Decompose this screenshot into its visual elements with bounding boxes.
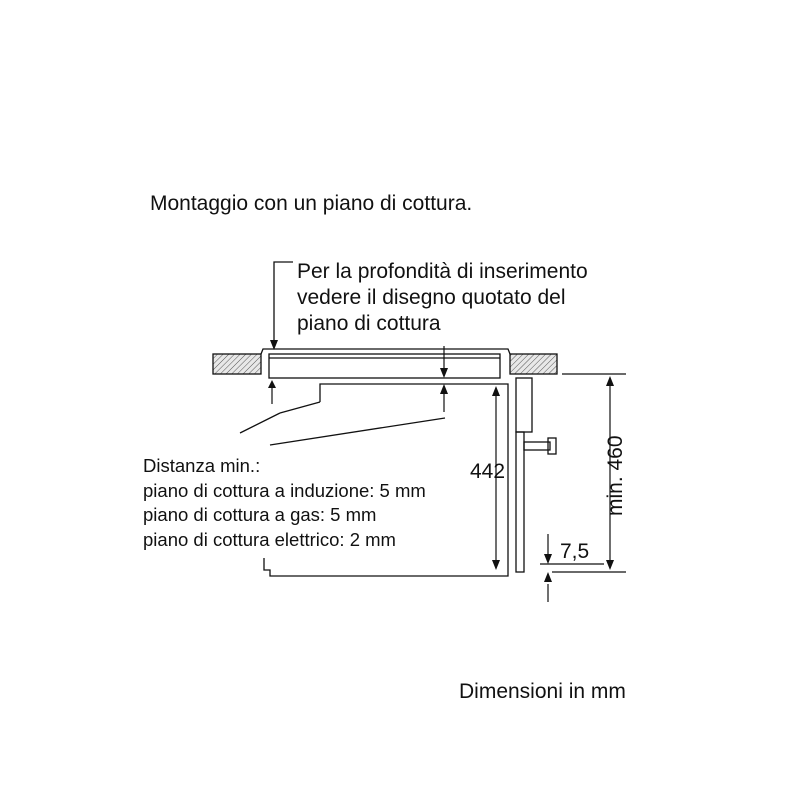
distance-line-gas: piano di cottura a gas: 5 mm — [143, 504, 376, 525]
note-leader-arrowhead — [270, 340, 278, 350]
dimension-7-5-label: 7,5 — [560, 540, 589, 563]
diagram-title: Montaggio con un piano di cottura. — [150, 192, 472, 215]
note-line-3: piano di cottura — [297, 312, 441, 335]
dimension-460-bottom-arrow — [606, 560, 614, 570]
dimension-7-5-bottom-arrow — [544, 572, 552, 582]
gap-arrow-left-head — [268, 380, 276, 388]
distance-line-electric: piano di cottura elettrico: 2 mm — [143, 529, 396, 550]
distance-heading: Distanza min.: — [143, 455, 260, 476]
note-line-1: Per la profondità di inserimento — [297, 260, 588, 283]
dimension-442-top-arrow — [492, 386, 500, 396]
gap-arrow-center-up-head — [440, 384, 448, 394]
note-leader — [273, 261, 293, 344]
dimension-460-label: min. 460 — [604, 435, 627, 516]
countertop-left — [212, 353, 262, 375]
dimension-460-top-arrow — [606, 376, 614, 386]
hob — [260, 348, 511, 379]
dimension-460 — [552, 373, 626, 573]
countertop-right — [509, 353, 558, 375]
dimension-442-bottom-arrow — [492, 560, 500, 570]
dimension-7-5-top-arrow — [544, 554, 552, 564]
note-line-2: vedere il disegno quotato del — [297, 286, 566, 309]
dimension-442-label: 442 — [470, 460, 505, 483]
oven-body — [239, 383, 509, 577]
oven-front — [515, 377, 557, 573]
dimension-7-5 — [540, 534, 604, 602]
distance-line-induction: piano di cottura a induzione: 5 mm — [143, 480, 426, 501]
units-note: Dimensioni in mm — [459, 680, 626, 703]
gap-arrow-center-down-head — [440, 368, 448, 378]
